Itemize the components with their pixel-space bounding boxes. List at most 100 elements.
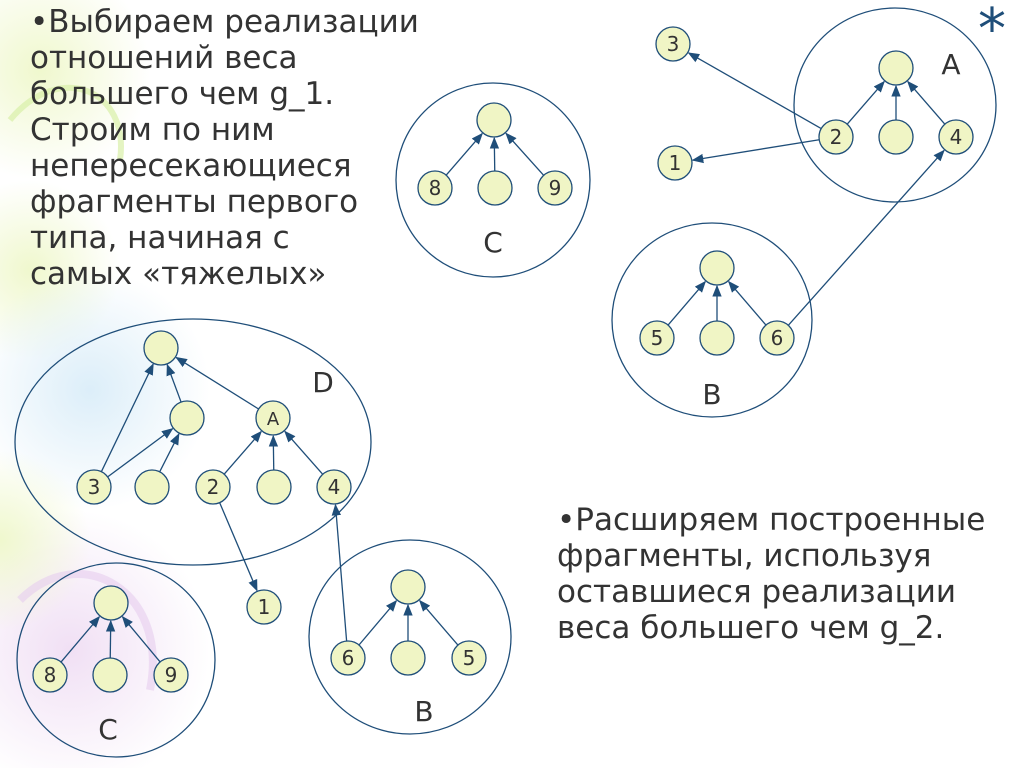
graph-node	[476, 102, 512, 138]
graph-node	[169, 400, 205, 436]
node-circle	[639, 320, 675, 356]
node-label: 8	[44, 663, 57, 687]
node-label: 6	[771, 326, 784, 350]
graph-node: 2	[195, 469, 231, 505]
graph-label-b-bottom: B	[414, 695, 433, 728]
graph-outline-b-top	[611, 222, 813, 418]
instruction-text-fragments-first-type: •Выбираем реализации отношений веса боль…	[30, 4, 419, 292]
node-label: 5	[651, 326, 664, 350]
edge-arrow	[121, 615, 161, 663]
node-circle	[477, 170, 513, 206]
node-circle	[76, 469, 112, 505]
node-circle	[246, 589, 282, 625]
node-label: 1	[258, 595, 271, 619]
graph-node: 6	[759, 320, 795, 356]
graph-outline-c-bottom	[16, 562, 216, 758]
node-circle	[32, 657, 68, 693]
text-line: оставшиеся реализации	[557, 574, 957, 610]
node-label: 3	[667, 32, 680, 56]
node-label: 5	[463, 646, 476, 670]
graph-label-a: A	[941, 48, 960, 81]
node-circle	[476, 102, 512, 138]
node-circle	[417, 170, 453, 206]
graph-node	[256, 469, 292, 505]
graph-outline-d	[14, 318, 372, 566]
graph-node	[878, 119, 914, 155]
node-label: 3	[88, 475, 101, 499]
node-circle	[655, 26, 691, 62]
cross-edge-arrow	[331, 503, 348, 642]
node-circle	[316, 469, 352, 505]
edge-arrow	[284, 430, 324, 475]
graph-label-c-bottom: C	[98, 713, 118, 746]
graph-node: 6	[330, 640, 366, 676]
free-node: 1	[657, 145, 693, 181]
node-circle	[878, 119, 914, 155]
text-line: •Расширяем построенные	[557, 502, 986, 538]
node-circle	[134, 469, 170, 505]
edge-arrow	[846, 80, 885, 125]
edge-arrow	[105, 619, 116, 659]
node-circle	[330, 640, 366, 676]
graph-node	[699, 320, 735, 356]
node-circle	[143, 330, 179, 366]
graph-outline-a	[793, 7, 997, 203]
node-label: 2	[207, 475, 220, 499]
cross-edge-arrow	[219, 502, 258, 592]
text-line: •Выбираем реализации	[30, 4, 419, 40]
node-circle	[390, 640, 426, 676]
edge-arrow	[667, 280, 707, 326]
edge-arrow	[907, 80, 946, 125]
node-label: 4	[328, 475, 341, 499]
node-label: 1	[669, 151, 682, 175]
cross-edge-arrow	[687, 52, 822, 130]
node-circle	[153, 657, 189, 693]
text-line: большего чем g_1.	[30, 76, 335, 112]
text-line: веса большего чем g_2.	[557, 610, 945, 646]
cross-edge-arrow	[691, 139, 820, 164]
node-circle	[657, 145, 693, 181]
node-circle	[451, 640, 487, 676]
graph-label-d: D	[312, 366, 334, 399]
graph-node: 5	[451, 640, 487, 676]
edge-arrow	[445, 132, 483, 176]
node-label: 8	[429, 176, 442, 200]
graph-node	[699, 250, 735, 286]
text-line: самых «тяжелых»	[30, 256, 327, 292]
graph-node	[92, 657, 128, 693]
graph-node: 2	[818, 119, 854, 155]
node-circle	[256, 469, 292, 505]
edge-arrow	[60, 615, 101, 663]
asterisk-marker: *	[978, 0, 1006, 62]
free-node: 1	[246, 589, 282, 625]
decor-swirl	[17, 570, 157, 691]
instruction-text-extend-fragments: •Расширяем построенные фрагменты, исполь…	[557, 502, 985, 646]
edge-arrow	[223, 430, 262, 475]
edge-arrow	[159, 433, 180, 473]
node-label: 9	[549, 176, 562, 200]
graph-node: 8	[417, 170, 453, 206]
text-line: непересекающиеся	[30, 148, 352, 184]
node-circle	[759, 320, 795, 356]
edge-arrow	[727, 280, 767, 326]
node-circle	[390, 569, 426, 605]
graph-node	[477, 170, 513, 206]
graph-node: 8	[32, 657, 68, 693]
node-label: A	[267, 409, 280, 430]
graph-label-c-top: C	[483, 226, 503, 259]
graph-node	[93, 585, 129, 621]
graph-node	[878, 50, 914, 86]
graph-node: 3	[76, 469, 112, 505]
graph-node: 4	[316, 469, 352, 505]
edge-arrow	[505, 132, 545, 176]
decor-blob	[0, 270, 210, 510]
graph-node	[143, 330, 179, 366]
text-line: отношений веса	[30, 40, 298, 76]
graph-node: A	[255, 400, 291, 436]
node-circle	[699, 320, 735, 356]
node-label: 2	[830, 125, 843, 149]
graph-node: 9	[537, 170, 573, 206]
decor-swirl	[7, 85, 124, 161]
